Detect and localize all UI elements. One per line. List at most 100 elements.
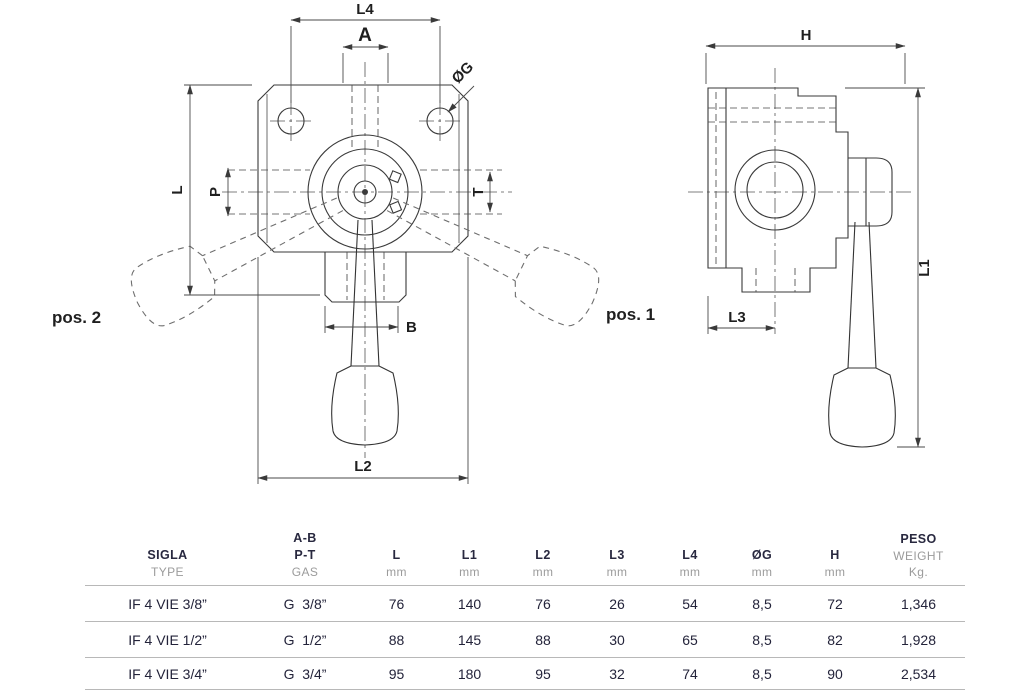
cell-og: 8,5: [752, 595, 772, 612]
cell-l4: 65: [682, 631, 698, 648]
cell-l3: 32: [609, 665, 625, 682]
cell-h: 90: [827, 665, 843, 682]
header-label: L1: [461, 548, 478, 563]
header-unit: mm: [824, 564, 846, 579]
header-unit: mm: [606, 564, 628, 579]
column-header-l1: L1 mm: [433, 548, 506, 579]
flange-plate: [257, 84, 469, 253]
position-2-label: pos. 2: [52, 308, 101, 327]
cell-l3: 26: [609, 595, 625, 612]
dim-label-l2: L2: [354, 458, 372, 475]
cell-peso: 2,534: [900, 665, 937, 682]
dim-B: B: [324, 306, 417, 336]
dim-label-l3: L3: [728, 309, 746, 326]
column-header-peso: PESO WEIGHT Kg.: [872, 531, 965, 579]
dim-label-h: H: [801, 27, 812, 44]
table-row: IF 4 VIE 1/2” G 1/2” 88 145 88 30 65 8,5…: [85, 621, 965, 657]
header-unit: mm: [459, 564, 480, 579]
valve-boss: [307, 134, 423, 250]
header-label: L3: [609, 548, 625, 563]
dim-L4: L4: [290, 1, 441, 103]
cell-sigla: IF 4 VIE 3/4”: [128, 665, 207, 682]
dim-L1: L1: [845, 87, 933, 448]
header-sublabel: GAS: [291, 564, 319, 579]
center-lines: [688, 68, 912, 334]
dim-P: P: [207, 167, 231, 217]
handle-position-1-ghost: [375, 173, 608, 334]
hidden-port-lines: [228, 85, 502, 215]
cell-l2: 76: [535, 595, 551, 612]
bolt-holes: [277, 107, 454, 135]
header-sublabel: WEIGHT: [893, 548, 944, 563]
dim-label-l1: L1: [916, 259, 933, 277]
cell-gas: G 1/2”: [283, 631, 327, 648]
dim-label-l: L: [169, 185, 186, 194]
header-unit: mm: [679, 564, 701, 579]
header-label: SIGLA: [147, 548, 188, 563]
cell-l4: 74: [682, 665, 698, 682]
cell-peso: 1,928: [900, 631, 937, 648]
position-1-label: pos. 1: [606, 305, 655, 324]
column-header-l: L mm: [360, 548, 433, 579]
dim-label-p: P: [207, 187, 224, 197]
header-label: A-B: [293, 531, 317, 546]
column-header-l4: L4 mm: [654, 548, 726, 579]
header-sublabel: TYPE: [151, 564, 184, 579]
header-label: H: [830, 548, 840, 563]
cell-sigla: IF 4 VIE 1/2”: [128, 631, 207, 648]
header-unit: mm: [532, 564, 554, 579]
column-header-l3: L3 mm: [580, 548, 654, 579]
header-unit: mm: [751, 564, 773, 579]
cell-og: 8,5: [752, 665, 772, 682]
dim-H: H: [705, 27, 906, 84]
front-view: L4 A ØG L P T: [52, 1, 655, 484]
header-unit: Kg.: [908, 564, 929, 579]
dim-L2: L2: [257, 257, 469, 484]
dim-T: T: [470, 171, 493, 213]
cell-l3: 30: [609, 631, 625, 648]
cell-peso: 1,346: [900, 595, 937, 612]
side-handle: [828, 221, 896, 448]
header-label: L2: [535, 548, 551, 563]
cell-h: 82: [827, 631, 843, 648]
dim-label-b: B: [406, 319, 417, 336]
side-body: [707, 87, 893, 293]
cell-gas: G 3/4”: [283, 665, 327, 682]
cell-l2: 95: [535, 665, 551, 682]
column-header-sigla: SIGLA TYPE: [85, 548, 250, 579]
dim-label-l4: L4: [356, 1, 374, 18]
dim-label-a: A: [358, 25, 372, 46]
dim-label-t: T: [470, 187, 487, 196]
header-label: L: [392, 548, 401, 563]
cell-l1: 180: [457, 665, 482, 682]
header-label: ØG: [751, 548, 773, 563]
bottom-port-block: [324, 252, 407, 303]
cell-l1: 140: [457, 595, 482, 612]
table-header-row: SIGLA TYPE A-B P-T GAS L mm L1 mm L2 mm …: [85, 492, 965, 585]
handle-position-2-ghost: [122, 173, 355, 334]
header-label: L4: [682, 548, 698, 563]
spec-table: SIGLA TYPE A-B P-T GAS L mm L1 mm L2 mm …: [85, 492, 965, 690]
header-unit: mm: [386, 564, 407, 579]
cell-h: 72: [827, 595, 843, 612]
column-header-gas: A-B P-T GAS: [250, 532, 360, 579]
dim-A: A: [342, 25, 389, 83]
column-header-l2: L2 mm: [506, 548, 580, 579]
cell-og: 8,5: [752, 631, 772, 648]
cell-l: 95: [388, 665, 405, 682]
cell-sigla: IF 4 VIE 3/8”: [128, 595, 207, 612]
table-row: IF 4 VIE 3/4” G 3/4” 95 180 95 32 74 8,5…: [85, 657, 965, 690]
column-header-h: H mm: [798, 548, 872, 579]
dim-L3: L3: [707, 296, 776, 334]
dim-label-og: ØG: [449, 59, 478, 88]
header-label: P-T: [294, 548, 316, 563]
cell-gas: G 3/8”: [283, 595, 327, 612]
header-label: PESO: [900, 531, 937, 546]
dim-L: L: [169, 84, 320, 296]
column-header-og: ØG mm: [726, 548, 798, 579]
table-row: IF 4 VIE 3/8” G 3/8” 76 140 76 26 54 8,5…: [85, 585, 965, 621]
cell-l4: 54: [682, 595, 698, 612]
side-view: H L1 L3: [688, 27, 933, 448]
technical-drawing: L4 A ØG L P T: [52, 1, 933, 484]
